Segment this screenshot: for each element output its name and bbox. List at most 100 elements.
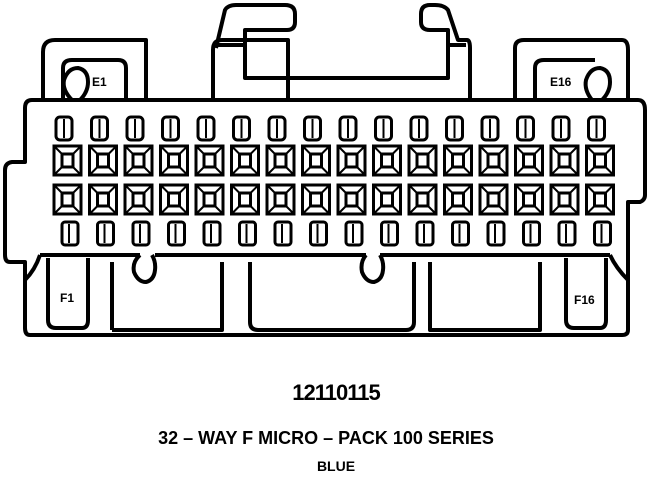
small-cavity-bottom bbox=[557, 220, 577, 247]
cavity-bevel bbox=[514, 145, 544, 176]
cavity-bevel bbox=[337, 184, 366, 215]
square-cavity-inner bbox=[344, 152, 359, 169]
square-cavity bbox=[549, 183, 580, 216]
small-cavity-top bbox=[480, 115, 500, 142]
small-cavity-bottom bbox=[522, 220, 541, 247]
square-cavity-inner bbox=[380, 152, 394, 169]
square-cavity-inner bbox=[486, 191, 501, 208]
cavity-bevel bbox=[443, 184, 473, 215]
square-cavity-inner bbox=[131, 152, 146, 169]
square-cavity-inner bbox=[96, 191, 110, 208]
square-cavity bbox=[194, 183, 225, 216]
square-cavity-inner bbox=[344, 191, 359, 208]
square-cavity-inner bbox=[96, 152, 110, 169]
cavity-bevel bbox=[159, 184, 189, 215]
small-cavity-top bbox=[54, 115, 74, 142]
square-cavity bbox=[372, 144, 402, 177]
cavity-bevel bbox=[195, 145, 224, 176]
square-cavity bbox=[514, 144, 544, 177]
square-cavity bbox=[336, 144, 367, 177]
square-cavity-inner bbox=[202, 152, 217, 169]
square-cavity-inner bbox=[415, 191, 430, 208]
square-cavity bbox=[514, 183, 544, 216]
cavity-bevel bbox=[124, 184, 153, 215]
cavity-bevel bbox=[585, 184, 615, 215]
square-cavity bbox=[585, 183, 615, 216]
cavity-bevel bbox=[159, 145, 189, 176]
square-cavity-inner bbox=[593, 152, 607, 169]
small-cavity-bottom bbox=[344, 220, 364, 247]
label-e16: E16 bbox=[550, 75, 572, 89]
small-cavity-bottom bbox=[593, 220, 612, 247]
small-cavity-top bbox=[551, 115, 571, 142]
cavity-bevel bbox=[301, 184, 331, 215]
square-cavity-inner bbox=[273, 191, 288, 208]
small-cavity-bottom bbox=[131, 220, 151, 247]
small-cavity-bottom bbox=[380, 220, 399, 247]
square-cavity-inner bbox=[380, 191, 394, 208]
square-cavity-inner bbox=[557, 191, 572, 208]
square-cavity-inner bbox=[557, 152, 572, 169]
cavity-bevel bbox=[88, 145, 118, 176]
square-cavity bbox=[159, 183, 189, 216]
square-cavity-inner bbox=[451, 191, 465, 208]
cavity-bevel bbox=[337, 145, 366, 176]
connector-description: 32 – WAY F MICRO – PACK 100 SERIES bbox=[158, 428, 494, 448]
cavity-bevel bbox=[550, 184, 579, 215]
small-cavity-top bbox=[90, 115, 109, 142]
square-cavity bbox=[230, 183, 260, 216]
square-cavity bbox=[336, 183, 367, 216]
square-cavity bbox=[88, 183, 118, 216]
cavity-bevel bbox=[479, 184, 508, 215]
square-cavity-inner bbox=[309, 152, 323, 169]
cavity-bevel bbox=[585, 145, 615, 176]
square-cavity bbox=[443, 183, 473, 216]
small-cavity-bottom bbox=[451, 220, 470, 247]
square-cavity-inner bbox=[309, 191, 323, 208]
small-cavity-top bbox=[338, 115, 358, 142]
cavity-bevel bbox=[479, 145, 508, 176]
square-cavity bbox=[123, 183, 154, 216]
square-cavity bbox=[88, 144, 118, 177]
square-cavity bbox=[230, 144, 260, 177]
right-ear bbox=[513, 38, 630, 100]
connector-body bbox=[3, 98, 647, 337]
cavity-bevel bbox=[195, 184, 224, 215]
square-cavity bbox=[52, 144, 83, 177]
square-cavity-inner bbox=[60, 191, 75, 208]
square-cavity-inner bbox=[415, 152, 430, 169]
cavity-bevel bbox=[88, 184, 118, 215]
square-cavity bbox=[265, 144, 296, 177]
small-cavity-bottom bbox=[167, 220, 186, 247]
label-e1: E1 bbox=[92, 75, 107, 89]
cavity-bevel bbox=[230, 184, 260, 215]
small-cavity-bottom bbox=[486, 220, 506, 247]
small-cavity-top bbox=[161, 115, 180, 142]
square-cavity-inner bbox=[238, 152, 252, 169]
cavity-bevel bbox=[372, 145, 402, 176]
small-cavity-bottom bbox=[238, 220, 257, 247]
square-cavity bbox=[478, 183, 509, 216]
label-f16: F16 bbox=[574, 293, 595, 307]
cavity-bevel bbox=[124, 145, 153, 176]
small-cavity-bottom bbox=[415, 220, 435, 247]
small-cavity-bottom bbox=[273, 220, 293, 247]
small-cavity-top bbox=[587, 115, 606, 142]
cavity-grid bbox=[52, 115, 615, 247]
small-cavity-top bbox=[232, 115, 251, 142]
small-cavity-top bbox=[374, 115, 393, 142]
small-cavity-bottom bbox=[202, 220, 222, 247]
cavity-bevel bbox=[53, 184, 82, 215]
cavity-bevel bbox=[266, 184, 295, 215]
square-cavity bbox=[265, 183, 296, 216]
square-cavity-inner bbox=[593, 191, 607, 208]
cavity-bevel bbox=[53, 145, 82, 176]
square-cavity-inner bbox=[522, 191, 536, 208]
small-cavity-top bbox=[196, 115, 216, 142]
cavity-bevel bbox=[514, 184, 544, 215]
small-cavity-top bbox=[445, 115, 464, 142]
square-cavity bbox=[407, 183, 438, 216]
square-cavity bbox=[301, 144, 331, 177]
